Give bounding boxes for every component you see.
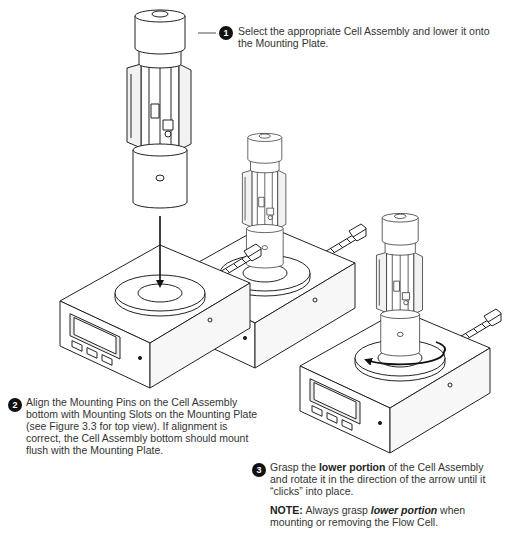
instruction-text: NOTE: xyxy=(270,504,303,516)
step-text: Grasp thelower portionof the Cell Assemb… xyxy=(270,461,502,497)
down-arrow xyxy=(159,216,161,286)
cell-assembly xyxy=(127,10,191,208)
cell-assembly xyxy=(376,213,422,356)
instruction-text: Always grasp xyxy=(306,504,368,516)
leader-line xyxy=(198,33,216,34)
callout-number: 3 xyxy=(252,463,266,477)
step-text: Select the appropriate Cell Assembly and… xyxy=(238,25,500,49)
note-text: NOTE:Always grasplower portionwhen mount… xyxy=(270,504,502,528)
instruction-text: Align the Mounting Pins on the Cell Asse… xyxy=(26,396,257,456)
instruction-text: Grasp the xyxy=(270,461,316,473)
instruction-text: Select the appropriate Cell Assembly and… xyxy=(238,25,490,49)
callout-number: 1 xyxy=(219,26,233,40)
instruction-text: lower portion xyxy=(371,504,438,516)
rotate-arrow xyxy=(366,342,445,364)
callout-number: 2 xyxy=(8,398,22,412)
step-text: Align the Mounting Pins on the Cell Asse… xyxy=(26,396,264,456)
instruction-text: lower portion xyxy=(319,461,386,473)
